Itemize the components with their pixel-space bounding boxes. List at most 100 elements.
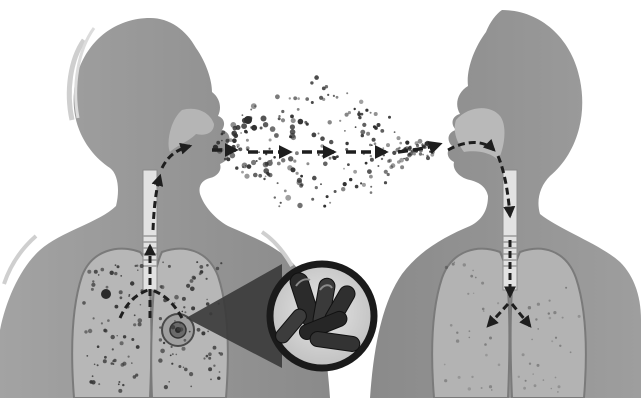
speck	[172, 353, 174, 355]
droplet	[320, 183, 322, 185]
speck	[171, 325, 175, 329]
speck	[570, 351, 572, 353]
speck	[120, 341, 124, 345]
speck	[159, 326, 161, 328]
droplet	[399, 142, 402, 145]
speck	[217, 377, 220, 380]
droplet	[216, 141, 220, 145]
speck	[468, 387, 471, 390]
speck	[91, 283, 95, 287]
droplet	[293, 160, 296, 163]
droplet	[430, 153, 434, 157]
speck	[133, 375, 137, 379]
speck	[98, 383, 100, 385]
speck	[137, 270, 138, 271]
droplet	[241, 123, 247, 129]
droplet	[305, 97, 309, 101]
droplet	[289, 135, 292, 138]
droplet	[422, 154, 424, 156]
droplet	[344, 130, 346, 132]
airborne-droplets	[213, 75, 436, 208]
speck	[213, 365, 215, 367]
speck	[135, 265, 137, 267]
droplet	[425, 142, 429, 146]
droplet	[281, 158, 285, 162]
speck	[537, 303, 540, 306]
droplet	[291, 118, 296, 123]
droplet	[403, 158, 405, 160]
speck	[115, 264, 117, 266]
speck	[199, 265, 203, 269]
speck	[565, 287, 567, 289]
droplet	[353, 170, 357, 174]
droplet	[405, 147, 407, 149]
droplet	[306, 123, 309, 126]
droplet	[293, 96, 297, 100]
speck	[463, 263, 466, 266]
droplet	[311, 198, 314, 201]
speck	[140, 264, 144, 268]
speck	[532, 373, 534, 375]
droplet	[275, 94, 280, 99]
droplet	[336, 96, 339, 99]
droplet	[341, 187, 345, 191]
droplet	[269, 139, 272, 142]
droplet	[405, 157, 409, 161]
droplet	[229, 153, 235, 159]
speck	[216, 267, 219, 270]
droplet	[258, 174, 262, 178]
speck	[110, 271, 114, 275]
droplet	[327, 94, 329, 96]
speck	[208, 367, 212, 371]
droplet	[318, 133, 320, 135]
speck	[101, 268, 105, 272]
droplet	[381, 158, 383, 160]
exposed-person	[370, 10, 641, 398]
speck	[473, 293, 474, 294]
speck	[529, 363, 531, 365]
speck	[498, 364, 501, 367]
speck	[86, 355, 88, 357]
droplet	[288, 156, 293, 161]
droplet	[383, 154, 385, 156]
droplet	[281, 118, 285, 122]
droplet	[369, 175, 373, 179]
droplet	[267, 160, 273, 166]
droplet	[392, 151, 396, 155]
droplet	[233, 133, 238, 138]
droplet	[261, 116, 267, 122]
droplet	[407, 153, 412, 158]
droplet	[409, 146, 411, 148]
speck	[184, 368, 188, 372]
droplet	[343, 168, 345, 170]
droplet	[235, 166, 238, 169]
droplet	[278, 117, 281, 120]
droplet	[287, 165, 292, 170]
droplet	[242, 114, 244, 116]
droplet	[380, 129, 384, 133]
speck	[179, 322, 181, 324]
speck	[470, 275, 473, 278]
speck	[528, 306, 531, 309]
droplet	[361, 113, 364, 116]
droplet	[306, 162, 309, 165]
droplet	[360, 182, 362, 184]
speck	[189, 331, 191, 333]
droplet	[297, 180, 303, 186]
speck	[123, 335, 126, 338]
droplet	[267, 173, 270, 176]
droplet	[370, 191, 373, 194]
speck	[472, 270, 474, 272]
droplet	[382, 147, 384, 149]
speck	[159, 338, 162, 341]
droplet	[311, 101, 314, 104]
droplet	[273, 156, 276, 159]
speck	[130, 281, 134, 285]
speck	[525, 380, 527, 382]
speck	[117, 265, 120, 268]
speck	[114, 272, 117, 275]
droplet	[362, 123, 366, 127]
speck	[548, 312, 550, 314]
speck	[537, 328, 539, 330]
droplet	[346, 92, 348, 94]
